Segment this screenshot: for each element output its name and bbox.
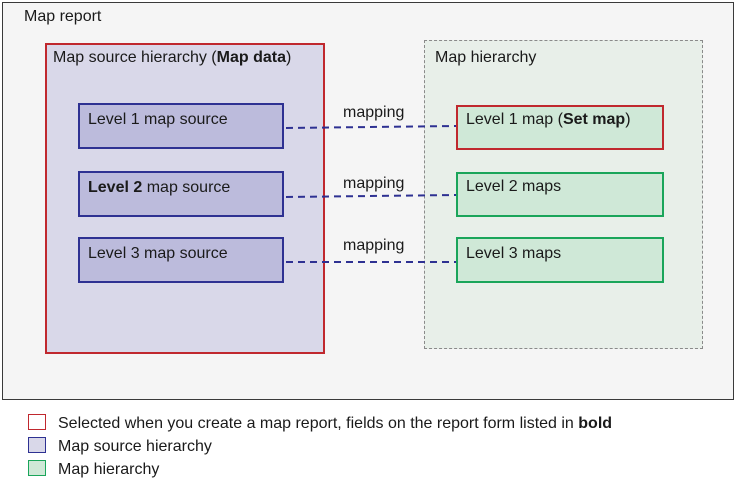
mapping-label-1: mapping	[343, 104, 405, 121]
level2-map-source-label: map source	[142, 179, 231, 196]
level1-map-label: Level 1 map (	[466, 111, 563, 128]
map-hierarchy-title: Map hierarchy	[435, 49, 537, 66]
set-map-bold: Set map	[562, 111, 626, 128]
legend-map-text: Map hierarchy	[58, 461, 160, 478]
legend-selected: Selected when you create a map report, f…	[28, 414, 612, 433]
level2-map-source-box: Level 2 map source	[78, 171, 284, 217]
map-source-hierarchy-title: Map source hierarchy (Map data)	[53, 49, 291, 67]
legend-selected-swatch	[28, 414, 46, 430]
level3-maps-box: Level 3 maps	[456, 237, 664, 283]
source-title-suffix: )	[285, 49, 292, 66]
legend-source: Map source hierarchy	[28, 437, 212, 456]
level3-map-source-box: Level 3 map source	[78, 237, 284, 283]
legend-source-text: Map source hierarchy	[58, 438, 212, 455]
level3-map-source-label: Level 3 map source	[88, 245, 228, 262]
legend-map-swatch	[28, 460, 46, 476]
level1-map-source-label: Level 1 map source	[88, 111, 228, 128]
legend-source-swatch	[28, 437, 46, 453]
source-title-bold: Map data	[216, 49, 286, 66]
level1-map-box: Level 1 map (Set map)	[456, 105, 664, 150]
level2-bold: Level 2	[88, 179, 143, 196]
level1-map-label-suffix: )	[625, 111, 631, 128]
legend-map: Map hierarchy	[28, 460, 159, 479]
mapping-label-3: mapping	[343, 237, 405, 254]
legend-selected-text: Selected when you create a map report, f…	[58, 415, 579, 432]
mapping-label-2: mapping	[343, 175, 405, 192]
level2-maps-label: Level 2 maps	[466, 178, 562, 195]
level3-maps-label: Level 3 maps	[466, 245, 562, 262]
legend-bold-word: bold	[578, 415, 613, 432]
level2-maps-box: Level 2 maps	[456, 172, 664, 217]
map-report-title: Map report	[24, 8, 102, 25]
source-title-prefix: Map source hierarchy (	[53, 49, 217, 66]
level1-map-source-box: Level 1 map source	[78, 103, 284, 149]
